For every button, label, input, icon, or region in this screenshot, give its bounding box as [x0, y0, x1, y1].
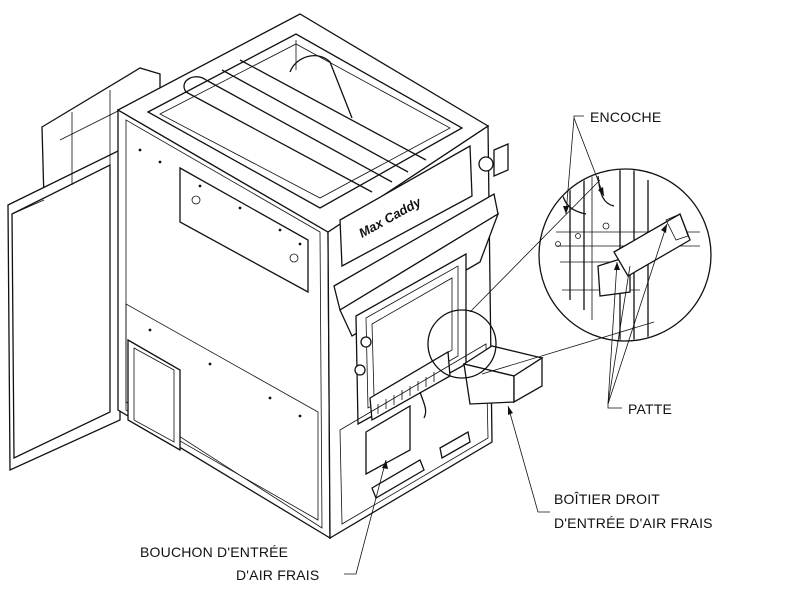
label-bouchon-line2: D'AIR FRAIS	[236, 567, 320, 583]
leader-lines	[344, 115, 668, 575]
fresh-air-box	[462, 345, 544, 405]
louver-slots	[377, 372, 435, 414]
label-boitier-line2: D'ENTRÉE D'AIR FRAIS	[554, 515, 713, 531]
label-patte: PATTE	[628, 401, 673, 417]
side-rivets	[138, 148, 302, 418]
label-bouchon-line1: BOUCHON D'ENTRÉE	[140, 544, 289, 560]
detail-source-circle	[427, 309, 497, 379]
label-encoche: ENCOCHE	[590, 109, 662, 125]
front-details: Max Caddy	[333, 143, 509, 525]
label-boitier-line1: BOÎTIER DROIT	[554, 491, 661, 507]
detail-callout	[427, 168, 712, 379]
detail-zoom-circle	[538, 168, 712, 342]
